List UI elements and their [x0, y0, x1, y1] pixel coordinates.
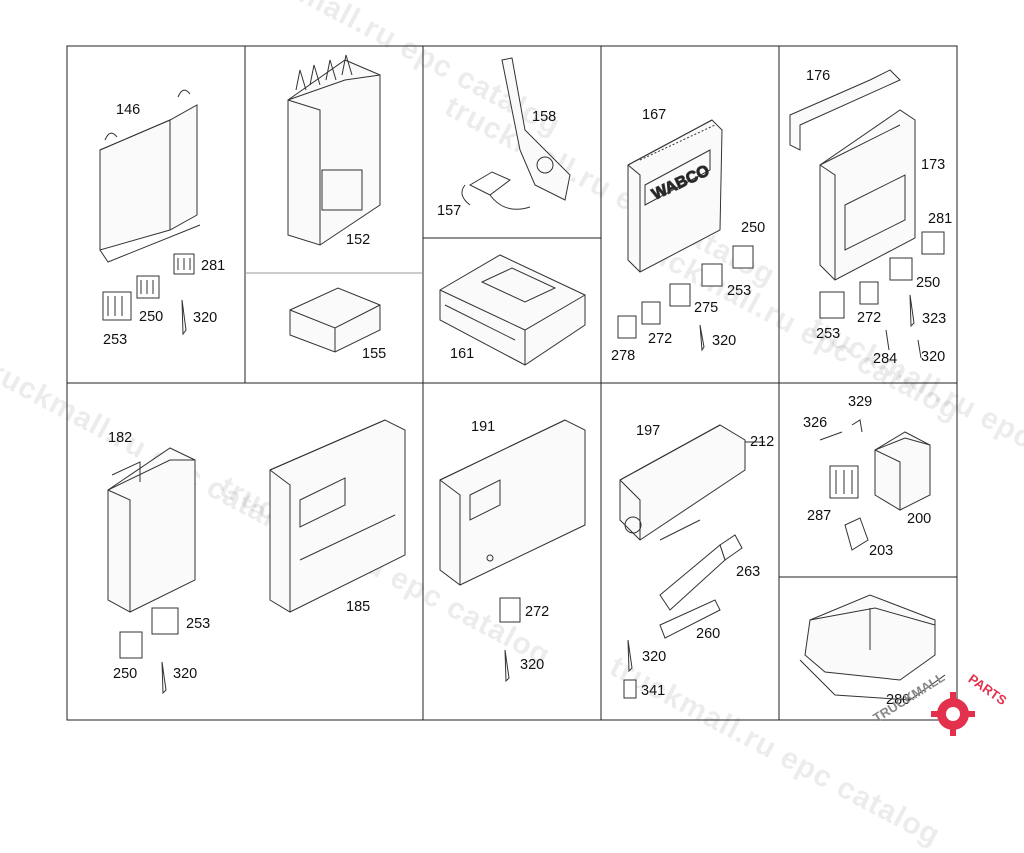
part-label: 320	[173, 666, 198, 682]
panel-grid	[66, 45, 958, 721]
connectors-b1	[119, 607, 179, 695]
part-label: 167	[642, 107, 667, 123]
part-label: 278	[611, 348, 636, 364]
connectors-a7	[819, 231, 945, 359]
part-label: 253	[186, 616, 211, 632]
part-label: 250	[139, 309, 164, 325]
part-label: 250	[741, 220, 766, 236]
part-label: 281	[201, 258, 226, 274]
part-260	[659, 599, 721, 639]
part-287	[829, 465, 859, 499]
part-label: 272	[648, 331, 673, 347]
part-158	[501, 57, 571, 201]
part-203	[844, 517, 869, 551]
part-label: 253	[727, 283, 752, 299]
part-182	[107, 447, 196, 613]
part-label: 320	[520, 657, 545, 673]
part-label: 341	[641, 683, 666, 699]
part-155	[289, 287, 381, 353]
part-146	[99, 89, 201, 263]
part-label: 212	[750, 434, 775, 450]
part-label: 161	[450, 346, 475, 362]
part-label: 263	[736, 564, 761, 580]
part-label: 287	[807, 508, 832, 524]
part-label: 272	[857, 310, 882, 326]
part-label: 155	[362, 346, 387, 362]
part-label: 320	[712, 333, 737, 349]
part-label: 326	[803, 415, 828, 431]
part-connector-250	[136, 275, 160, 299]
part-label: 185	[346, 599, 371, 615]
part-connector-253	[102, 291, 132, 321]
part-173	[819, 109, 916, 281]
part-263	[659, 534, 743, 611]
part-185	[269, 419, 406, 613]
connectors-b3	[499, 597, 521, 683]
part-pin-320	[181, 299, 187, 336]
part-label: 253	[103, 332, 128, 348]
connectors-a6	[617, 245, 754, 352]
part-label: 250	[113, 666, 138, 682]
part-label: 250	[916, 275, 941, 291]
part-152	[287, 54, 381, 246]
part-label: 284	[873, 351, 898, 367]
part-label: 173	[921, 157, 946, 173]
part-label: 281	[928, 211, 953, 227]
part-280	[799, 594, 946, 701]
part-167	[627, 119, 723, 273]
part-161	[439, 254, 586, 366]
part-197	[619, 424, 765, 541]
part-176	[789, 69, 901, 151]
part-label: 320	[193, 310, 218, 326]
part-label: 152	[346, 232, 371, 248]
part-label: 323	[922, 311, 947, 327]
part-label: 260	[696, 626, 721, 642]
part-label: 203	[869, 543, 894, 559]
parts-diagram: WABCO	[66, 45, 958, 721]
part-label: 253	[816, 326, 841, 342]
part-label: 176	[806, 68, 831, 84]
parts-326-329	[819, 419, 863, 441]
part-label: 158	[532, 109, 557, 125]
part-label: 146	[116, 102, 141, 118]
gear-icon	[931, 692, 975, 736]
part-label: 280	[886, 692, 911, 708]
part-label: 272	[525, 604, 550, 620]
part-200	[874, 431, 931, 511]
part-label: 320	[642, 649, 667, 665]
part-connector-281	[173, 253, 195, 275]
part-label: 200	[907, 511, 932, 527]
part-label: 157	[437, 203, 462, 219]
part-label: 275	[694, 300, 719, 316]
part-191	[439, 419, 586, 586]
brand-logo: TRUCKMALL PARTS	[858, 662, 1018, 748]
part-label: 191	[471, 419, 496, 435]
parts-320-341	[623, 639, 637, 699]
part-157	[461, 171, 531, 210]
part-label: 182	[108, 430, 133, 446]
part-label: 320	[921, 349, 946, 365]
part-label: 329	[848, 394, 873, 410]
part-label: 197	[636, 423, 661, 439]
